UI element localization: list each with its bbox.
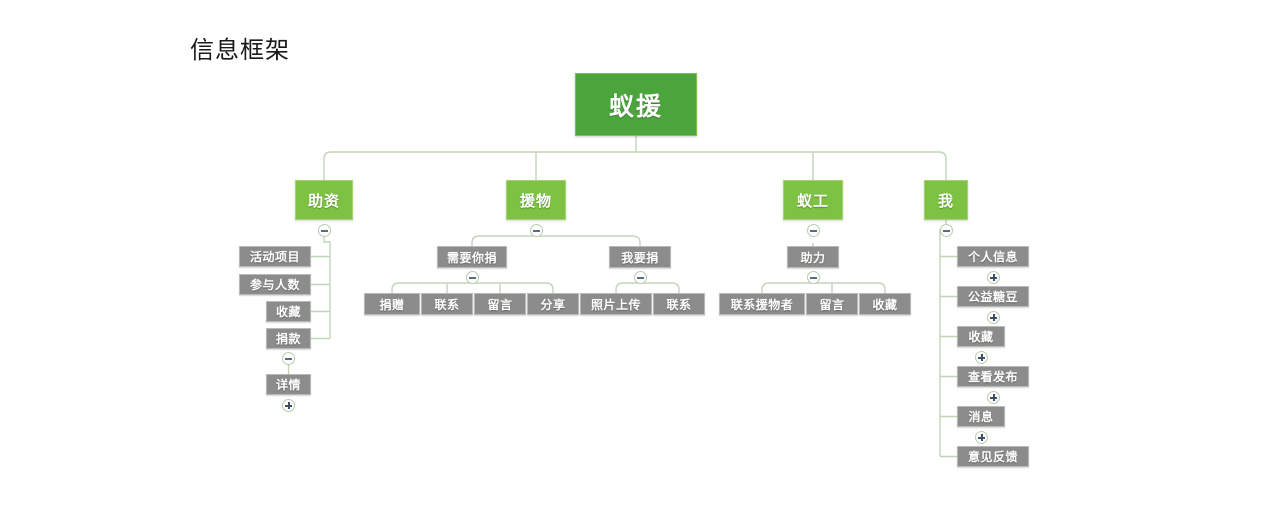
node-label: 我 xyxy=(937,191,954,210)
node-e785a7e78987e4b88ae4bca0-0[interactable]: 照片上传 xyxy=(580,293,652,315)
minus-circle-icon[interactable] xyxy=(807,224,820,237)
node-label: 捐赠 xyxy=(379,297,405,312)
node-e8afa6e68385-0[interactable]: 详情 xyxy=(266,374,311,395)
node-e6b4bbe58aa8e9a1b9e79bae-0[interactable]: 活动项目 xyxy=(239,246,311,267)
node-label: 照片上传 xyxy=(590,297,641,312)
node-label: 联系 xyxy=(434,297,460,312)
node-e88194e7b3bbe68fb4e789a9e88085-0[interactable]: 联系援物者 xyxy=(719,293,805,315)
node-label: 查看发布 xyxy=(967,370,1018,384)
node-label: 公益糖豆 xyxy=(967,290,1018,304)
node-e69fa5e79c8be58f91e5b883-3[interactable]: 查看发布 xyxy=(957,366,1029,387)
node-label: 留言 xyxy=(487,297,513,312)
minus-circle-icon[interactable] xyxy=(940,224,953,237)
node-e585ace79b8ae7b396e8b186-1[interactable]: 公益糖豆 xyxy=(957,286,1029,307)
node-label: 助力 xyxy=(800,250,826,265)
node-label: 活动项目 xyxy=(249,250,300,264)
node-label: 联系援物者 xyxy=(730,297,794,312)
node-e58886e4baab-3[interactable]: 分享 xyxy=(527,293,579,315)
node-e99c80e8a681e4bda0e68d90-0[interactable]: 需要你捐 xyxy=(437,246,507,268)
minus-circle-icon[interactable] xyxy=(807,271,820,284)
node-label: 需要你捐 xyxy=(446,250,497,265)
node-label: 个人信息 xyxy=(967,250,1018,264)
minus-circle-icon[interactable] xyxy=(466,271,479,284)
branch-node-3[interactable]: 蚁工 xyxy=(783,180,843,220)
node-label: 意见反馈 xyxy=(967,450,1018,464)
node-e694b6e8978f-2[interactable]: 收藏 xyxy=(957,326,1005,347)
node-e4b8aae4babae4bfa1e681af-0[interactable]: 个人信息 xyxy=(957,246,1029,267)
minus-circle-icon[interactable] xyxy=(634,271,647,284)
branch-node-2[interactable]: 援物 xyxy=(506,180,566,220)
node-e6b688e681af-4[interactable]: 消息 xyxy=(957,406,1005,427)
node-e58f82e4b88ee4babae695b0-1[interactable]: 参与人数 xyxy=(239,274,311,295)
node-label: 收藏 xyxy=(968,330,994,344)
node-e58aa9e58a9b-0[interactable]: 助力 xyxy=(787,246,839,268)
node-label: 捐款 xyxy=(275,332,301,346)
node-label: 分享 xyxy=(540,297,566,312)
node-label: 收藏 xyxy=(872,297,898,312)
node-label: 消息 xyxy=(968,410,994,424)
node-e88194e7b3bb-1[interactable]: 联系 xyxy=(653,293,705,315)
plus-circle-icon[interactable] xyxy=(282,399,295,412)
page-title: 信息框架 xyxy=(190,36,290,64)
branch-node-1[interactable]: 助资 xyxy=(295,180,353,220)
minus-circle-icon[interactable] xyxy=(530,224,543,237)
node-label: 详情 xyxy=(275,378,301,392)
node-label: 蚁工 xyxy=(796,191,829,210)
node-label: 留言 xyxy=(819,297,845,312)
node-e6848fe8a781e58f8de9a688-5[interactable]: 意见反馈 xyxy=(957,446,1029,467)
plus-circle-icon[interactable] xyxy=(987,311,1000,324)
node-label: 助资 xyxy=(307,191,340,210)
node-e79599e8a880-1[interactable]: 留言 xyxy=(806,293,858,315)
node-e694b6e8978f-2[interactable]: 收藏 xyxy=(859,293,911,315)
root-node[interactable]: 蚁援 xyxy=(575,73,697,136)
plus-circle-icon[interactable] xyxy=(987,391,1000,404)
minus-circle-icon[interactable] xyxy=(282,352,295,365)
node-e88194e7b3bb-1[interactable]: 联系 xyxy=(421,293,473,315)
node-e68d90e8b5a0-0[interactable]: 捐赠 xyxy=(364,293,420,315)
node-e68891e8a681e68d90-1[interactable]: 我要捐 xyxy=(609,246,671,268)
plus-circle-icon[interactable] xyxy=(975,351,988,364)
minus-circle-icon[interactable] xyxy=(318,224,331,237)
node-e694b6e8978f-2[interactable]: 收藏 xyxy=(266,301,311,322)
node-label: 我要捐 xyxy=(621,250,659,265)
node-e79599e8a880-2[interactable]: 留言 xyxy=(474,293,526,315)
node-label: 收藏 xyxy=(275,305,301,319)
node-e68d90e6acbe-3[interactable]: 捐款 xyxy=(266,328,311,349)
node-label: 参与人数 xyxy=(249,278,300,292)
plus-circle-icon[interactable] xyxy=(987,271,1000,284)
branch-node-4[interactable]: 我 xyxy=(924,180,968,220)
node-label: 联系 xyxy=(666,297,692,312)
node-label: 援物 xyxy=(519,191,552,210)
plus-circle-icon[interactable] xyxy=(975,431,988,444)
node-label: 蚁援 xyxy=(608,91,663,121)
